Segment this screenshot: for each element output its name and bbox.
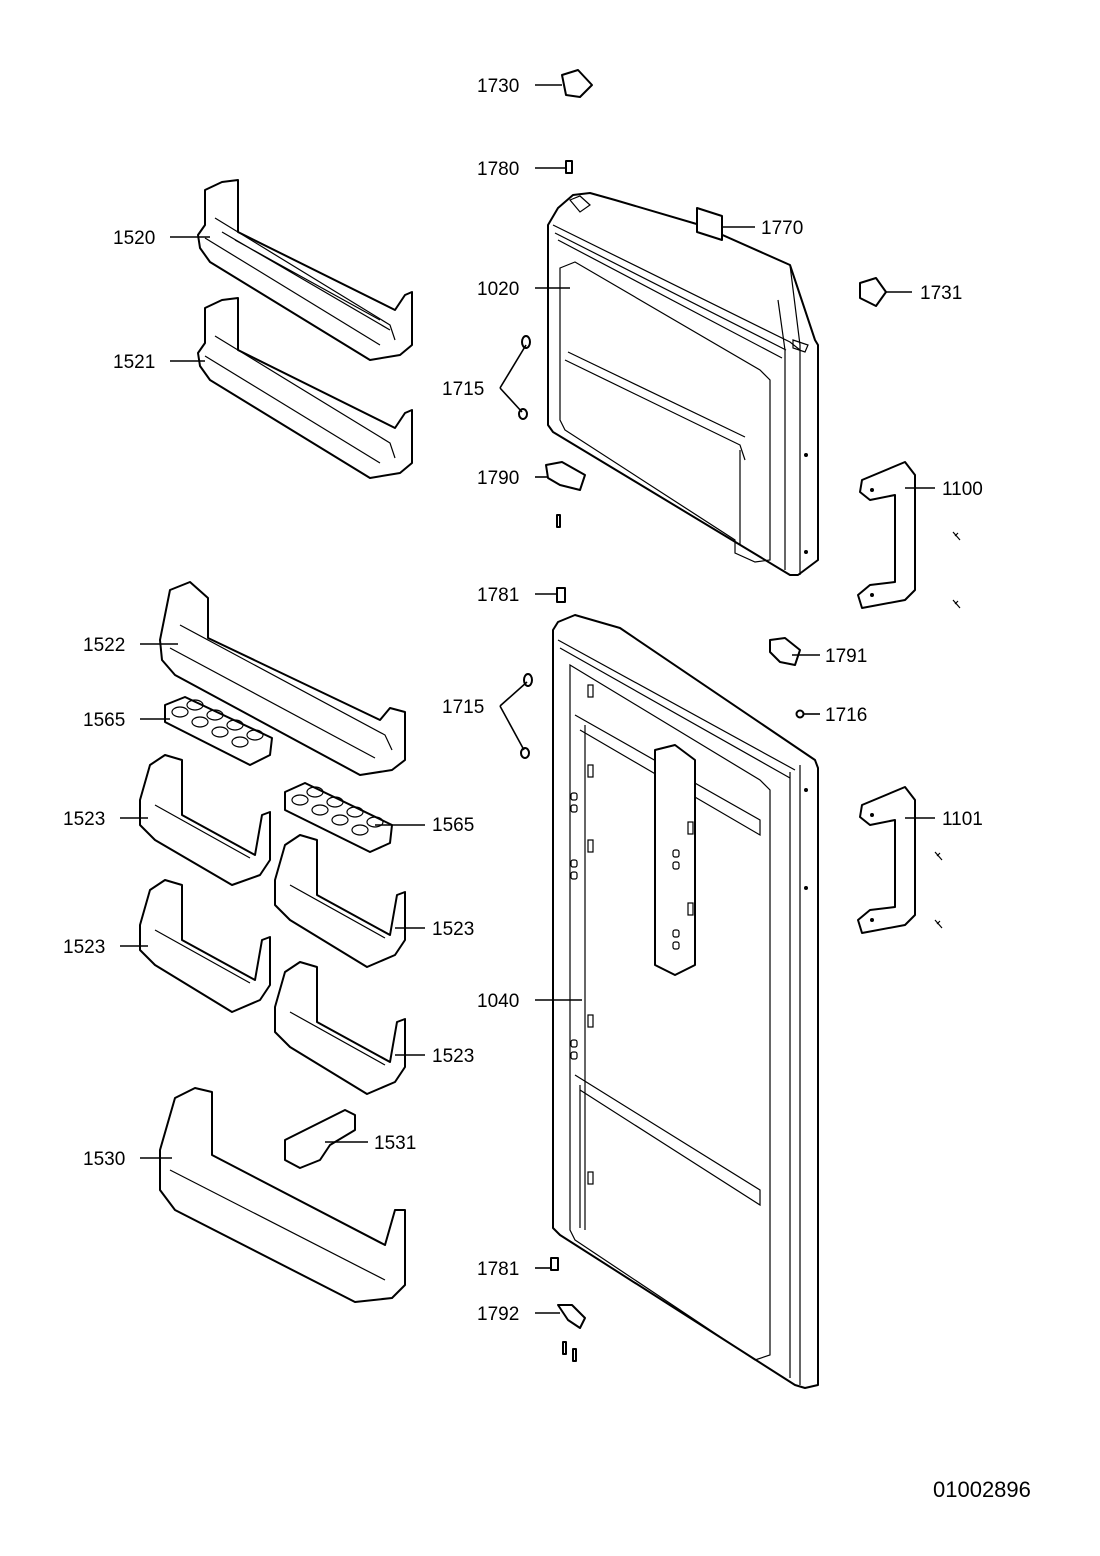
label-1791: 1791 [825,646,867,667]
label-1523-a: 1523 [63,809,105,830]
bushing-1781-top [556,587,566,603]
divider-1531 [284,1109,356,1169]
label-1565-left: 1565 [83,710,125,731]
small-shelf-1523-b [139,879,271,1013]
label-1523-c: 1523 [432,919,474,940]
freezer-door-1020 [547,192,819,576]
bottle-shelf-1530 [159,1087,406,1303]
bushing-1781-bottom [550,1257,559,1271]
label-1730: 1730 [477,76,519,97]
label-1715-bottom: 1715 [442,697,484,718]
stop-1716 [795,709,805,719]
label-1792: 1792 [477,1304,519,1325]
leader-lines [120,84,935,1314]
handle-1101 [857,786,943,934]
part-labels: 1730 1780 1770 1731 1020 1520 1521 1715 … [63,76,1031,1502]
hinge-1791 [769,637,801,666]
label-1040: 1040 [477,991,519,1012]
label-1781-top: 1781 [477,585,519,606]
label-1770: 1770 [761,218,803,239]
fridge-door-1040 [552,614,819,1389]
egg-tray-1565-right [284,782,393,853]
label-1790: 1790 [477,468,519,489]
hinge-cover-1730 [561,69,593,98]
small-shelf-1523-d [274,961,406,1095]
egg-tray-1565-left [164,696,273,766]
label-1523-d: 1523 [432,1046,474,1067]
hinge-cover-1731 [859,277,887,307]
small-shelf-1523-c [274,834,406,968]
cap-pins-1715-top [518,335,531,420]
label-1531: 1531 [374,1133,416,1154]
door-shelf-1520 [197,179,413,361]
label-1101: 1101 [942,809,983,830]
door-shelf-1521 [197,297,413,479]
label-1770 [696,207,723,241]
document-number: 01002896 [933,1477,1031,1502]
label-1781-bottom: 1781 [477,1259,519,1280]
hinge-1790 [545,461,586,528]
hinge-1792 [557,1304,586,1362]
cap-pins-1715-bottom [520,673,533,759]
handle-1100 [857,461,961,609]
label-1100: 1100 [942,479,983,500]
label-1521: 1521 [113,352,155,373]
label-1520: 1520 [113,228,155,249]
label-1565-right: 1565 [432,815,474,836]
label-1020: 1020 [477,279,519,300]
small-shelf-1523-a [139,754,271,886]
label-1530: 1530 [83,1149,125,1170]
label-1522: 1522 [83,635,125,656]
label-1731: 1731 [920,283,962,304]
door-shelf-1522 [159,581,406,776]
label-1780: 1780 [477,159,519,180]
label-1715-top: 1715 [442,379,484,400]
label-1716: 1716 [825,705,867,726]
label-1523-b: 1523 [63,937,105,958]
bushing-1780 [565,160,573,174]
